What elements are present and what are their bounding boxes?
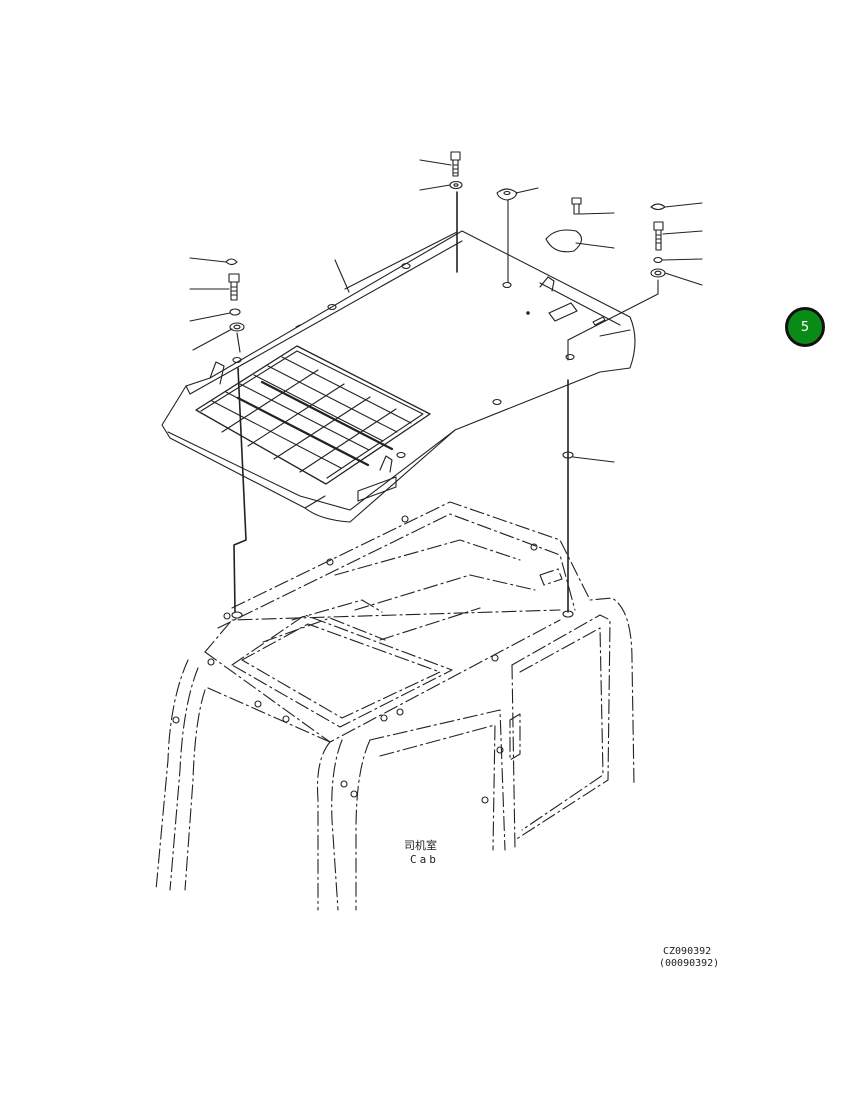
page-number-badge[interactable]: 5	[785, 307, 825, 347]
fasteners-left	[225, 258, 247, 613]
cab-label-chinese: 司机室	[404, 839, 437, 852]
roof-cover-panel	[161, 230, 636, 523]
roof-grille-mesh	[195, 345, 431, 485]
drawing-code-alt: (00090392)	[659, 958, 720, 969]
cab-label-english: Cab	[410, 853, 439, 866]
drawing-code: CZ090392	[663, 946, 712, 957]
cab-bolts	[172, 515, 538, 804]
fasteners-right	[231, 203, 666, 619]
cab-structure	[155, 501, 635, 911]
fasteners-center	[344, 151, 583, 290]
leader-lines	[189, 159, 703, 463]
